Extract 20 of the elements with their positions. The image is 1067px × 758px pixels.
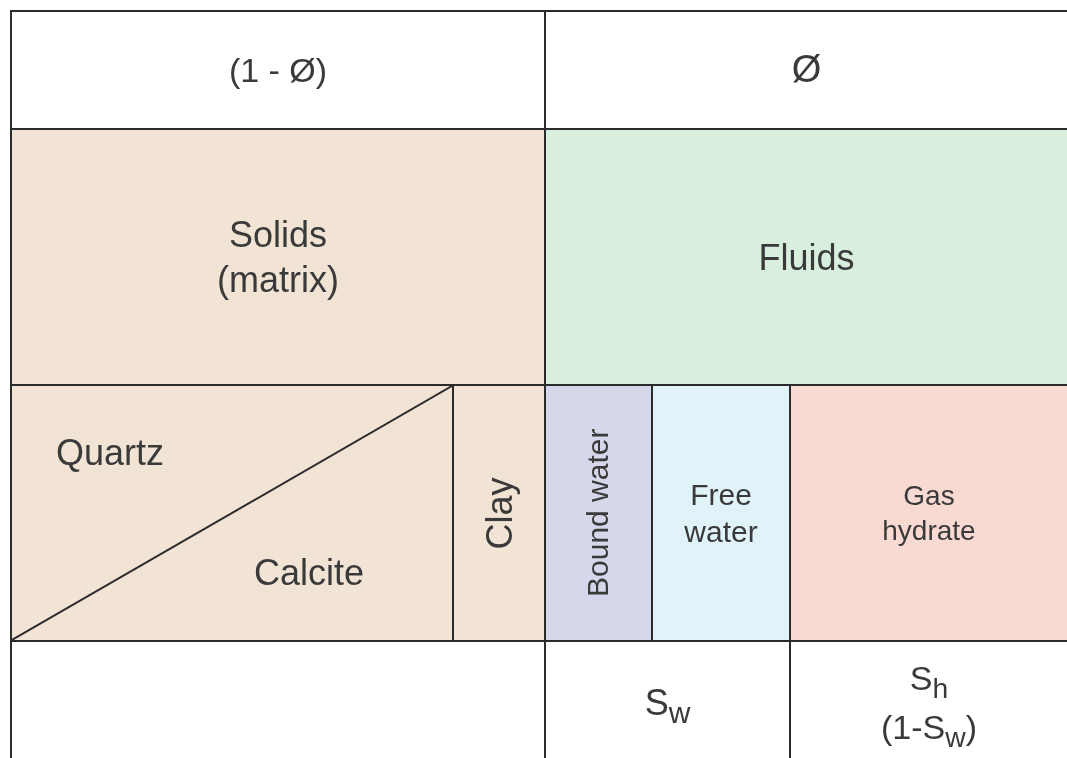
cell-label: (1 - Ø) [228, 49, 328, 91]
cell-label: Fluids [758, 235, 855, 280]
table-cell [651, 384, 791, 642]
cell-label: Quartz [56, 431, 165, 475]
table-cell [10, 128, 546, 386]
table-cell [544, 128, 1067, 386]
table-cell [452, 384, 546, 642]
cell-label: Ø [791, 47, 822, 93]
cell-label: S$_{h}$ [909, 657, 949, 706]
cell-label: Free water [683, 476, 759, 550]
cell-label: Gas hydrate [881, 479, 977, 548]
cell-label: Bound water [580, 428, 616, 598]
table-cell [544, 384, 653, 642]
table-cell [789, 384, 1067, 642]
cell-label: Solids (matrix) [216, 213, 340, 302]
cell-label: S$_{w}$ [644, 681, 691, 732]
cell-label: (1-S$_{w}$) [881, 707, 977, 755]
cell-label: Clay [477, 477, 521, 549]
cell-label: Calcite [254, 551, 365, 595]
table-cell [10, 10, 546, 130]
